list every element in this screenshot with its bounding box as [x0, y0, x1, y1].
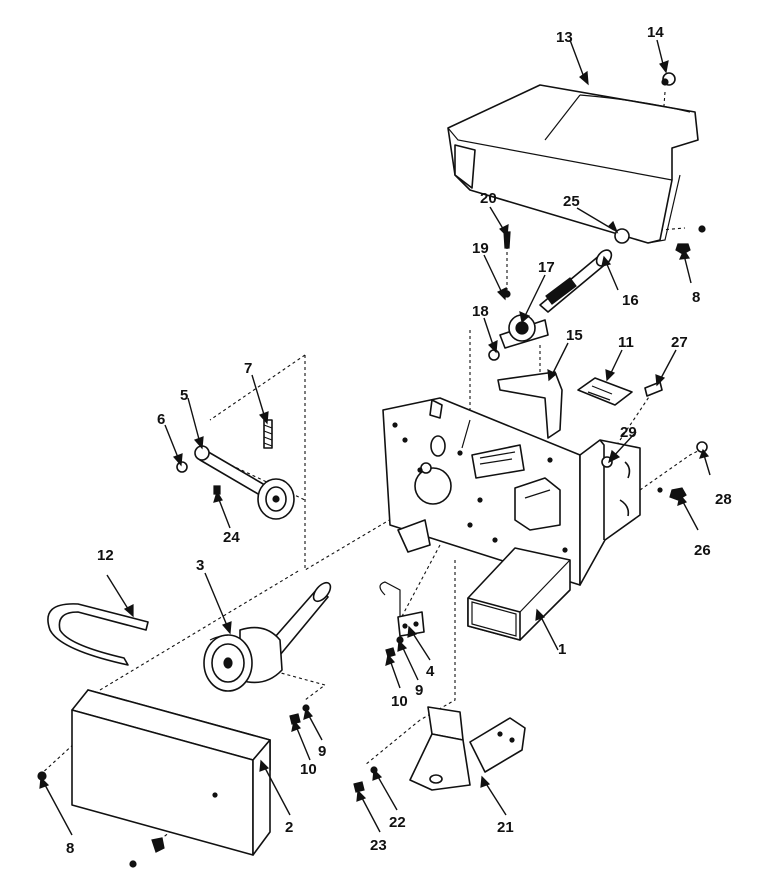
part-11-label [577, 377, 633, 406]
callout-29: 29 [620, 424, 637, 441]
callout-17: 17 [538, 259, 555, 276]
callout-labels: 13 14 20 25 19 17 16 8 18 15 11 27 29 7 … [66, 24, 732, 857]
part-3-pulley [203, 581, 332, 692]
part-21-mount-bracket [409, 706, 526, 791]
part-18-nut [488, 349, 500, 361]
callout-23: 23 [370, 837, 387, 854]
callout-2: 2 [285, 819, 293, 836]
callout-18: 18 [472, 303, 489, 320]
callout-3: 3 [196, 557, 204, 574]
part-8-screw-lower [37, 771, 165, 868]
callout-11: 11 [618, 334, 634, 351]
part-16-shaft [539, 249, 613, 313]
callout-19: 19 [472, 240, 489, 257]
part-13-top-cover [447, 84, 699, 244]
callout-1: 1 [558, 641, 566, 658]
chassis-plate [382, 397, 641, 586]
callout-16: 16 [622, 292, 639, 309]
part-1-tube [467, 547, 571, 641]
callout-9-lower: 9 [318, 743, 326, 760]
part-6-nut [176, 461, 188, 473]
callout-27: 27 [671, 334, 688, 351]
callout-15: 15 [566, 327, 583, 344]
part-15-bracket [497, 371, 563, 439]
callout-21: 21 [497, 819, 514, 836]
part-27-clip [644, 381, 663, 397]
callout-8-lower: 8 [66, 840, 74, 857]
part-2-lower-cover [71, 689, 271, 856]
part-25-washer [614, 228, 630, 244]
leader-lines [39, 39, 711, 836]
part-24-screw [213, 485, 221, 495]
part-14-nut [661, 72, 676, 86]
callout-4: 4 [426, 663, 435, 680]
callout-5: 5 [180, 387, 188, 404]
callout-8-upper: 8 [692, 289, 700, 306]
part-12-belt [47, 603, 149, 666]
callout-13: 13 [556, 29, 573, 46]
callout-24: 24 [223, 529, 240, 546]
callout-14: 14 [647, 24, 664, 41]
callout-10-lower: 10 [300, 761, 317, 778]
callout-12: 12 [97, 547, 114, 564]
part-7-spring [263, 419, 273, 449]
callout-22: 22 [389, 814, 406, 831]
callout-6: 6 [157, 411, 165, 428]
callout-7: 7 [244, 360, 252, 377]
callout-20: 20 [480, 190, 497, 207]
part-8-screw-upper [675, 225, 706, 255]
part-28-nut [696, 441, 708, 453]
part-4-bracket [379, 581, 425, 637]
callout-28: 28 [715, 491, 732, 508]
callout-10-mid: 10 [391, 693, 408, 710]
part-19-20-screws [503, 231, 511, 298]
callout-9-mid: 9 [415, 682, 423, 699]
callout-26: 26 [694, 542, 711, 559]
callout-25: 25 [563, 193, 580, 210]
part-5-idler-arm [194, 445, 295, 520]
